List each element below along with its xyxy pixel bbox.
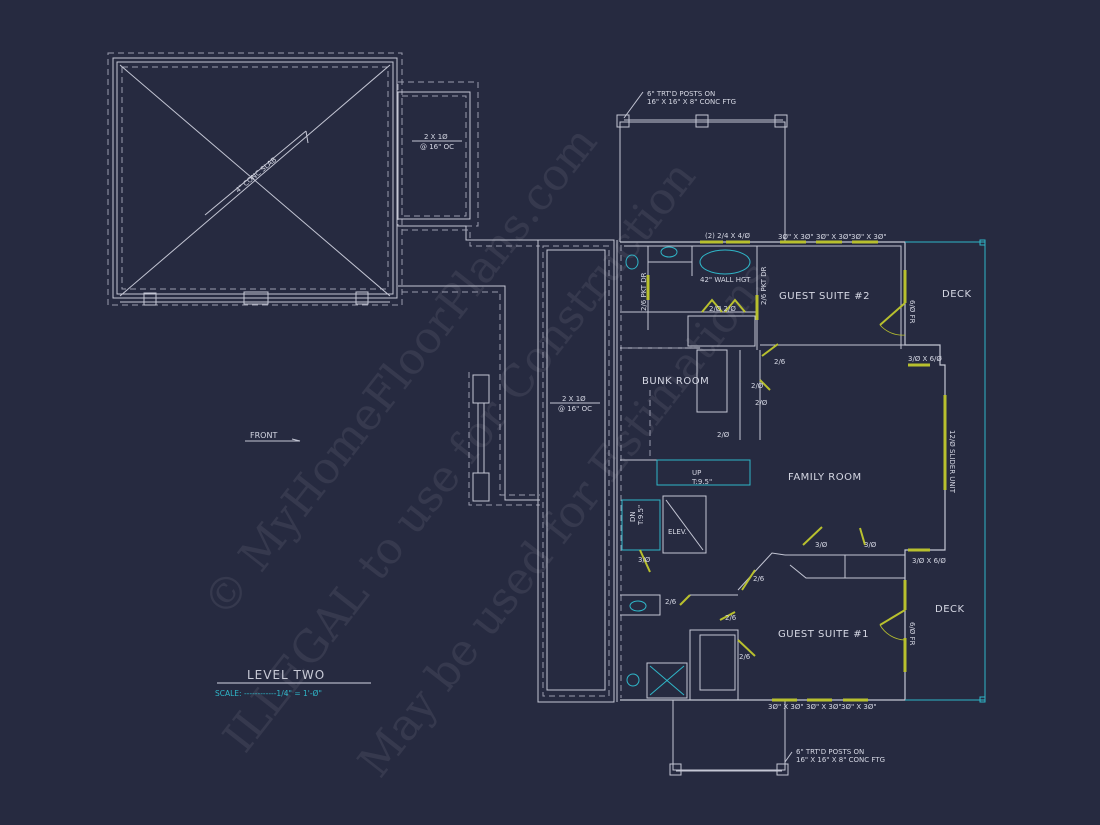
room-family-room: FAMILY ROOM <box>788 472 862 483</box>
label: 2/6 <box>725 614 737 622</box>
room-labels: GUEST SUITE #2 BUNK ROOM FAMILY ROOM GUE… <box>642 289 972 640</box>
label: 42" WALL HGT <box>700 276 751 284</box>
title-block: LEVEL TWO SCALE: ------------1/4" = 1'-Ø… <box>215 668 371 698</box>
joist-label-1: 2 X 1Ø <box>424 133 448 141</box>
bottom-porch: 6" TRT'D POSTS ON 16" X 16" X 8" CONC FT… <box>669 700 885 776</box>
label: DN <box>629 511 637 522</box>
label: T:9.5" <box>637 505 645 526</box>
label: 2/6 <box>665 598 677 606</box>
label: 3Ø" X 3Ø" <box>816 233 852 241</box>
plan-scale: SCALE: ------------1/4" = 1'-Ø" <box>215 689 322 698</box>
label: 2/Ø 2/Ø <box>709 305 736 313</box>
posts-note-bottom-2: 16" X 16" X 8" CONC FTG <box>796 756 885 764</box>
openings <box>639 240 947 702</box>
label: (2) 2/4 X 4/Ø <box>705 232 750 240</box>
label: 3Ø" X 3Ø" <box>841 703 877 711</box>
top-porch: 6" TRT'D POSTS ON 16" X 16" X 8" CONC FT… <box>616 90 788 242</box>
label: 2/Ø <box>751 382 764 390</box>
label: 3Ø" X 3Ø" <box>806 703 842 711</box>
front-label: FRONT <box>250 431 277 440</box>
joist-spacing-2: @ 16" OC <box>558 405 592 413</box>
label: 3Ø" X 3Ø" <box>851 233 887 241</box>
label: 2/Ø <box>717 431 730 439</box>
posts-note-top-1: 6" TRT'D POSTS ON <box>647 90 715 98</box>
room-guest-suite-2: GUEST SUITE #2 <box>779 291 870 302</box>
sink-icon <box>629 600 647 612</box>
label: 6/Ø FR <box>908 622 916 646</box>
label: 3/Ø <box>864 541 877 549</box>
posts-note-top-2: 16" X 16" X 8" CONC FTG <box>647 98 736 106</box>
label: UP <box>692 469 701 477</box>
plan-title: LEVEL TWO <box>247 668 325 682</box>
label: 3/Ø <box>815 541 828 549</box>
room-deck-bottom: DECK <box>935 604 965 615</box>
front-indicator: FRONT <box>245 431 301 442</box>
room-deck-top: DECK <box>942 289 972 300</box>
room-elevator: ELEV. <box>668 528 687 536</box>
label: 2/6 <box>739 653 751 661</box>
label: 3/Ø <box>638 556 651 564</box>
toilet-icon <box>625 254 639 270</box>
label: 2/6 PKT DR <box>760 266 768 305</box>
room-guest-suite-1: GUEST SUITE #1 <box>778 629 869 640</box>
label: 3Ø" X 3Ø" <box>768 703 804 711</box>
label: 2/6 PKT DR <box>640 272 648 311</box>
garage-slab: 4" CONC SLAB <box>107 52 403 306</box>
toilet-icon <box>626 673 640 687</box>
joist-label-2: 2 X 1Ø <box>562 395 586 403</box>
label: 3/Ø X 6/Ø <box>912 557 946 565</box>
joist-spacing-1: @ 16" OC <box>420 143 454 151</box>
sink-icon <box>660 246 678 258</box>
label: 12/Ø SLIDER UNIT <box>948 430 956 494</box>
watermark: © MyHomeFloorPlans.com ILLEGAL to use fo… <box>193 117 781 787</box>
fixtures <box>621 246 751 687</box>
room-bunk-room: BUNK ROOM <box>642 376 709 387</box>
label: 6/Ø FR <box>908 300 916 324</box>
label: 2/6 <box>774 358 786 366</box>
opening-labels: (2) 2/4 X 4/Ø 3Ø" X 3Ø" 3Ø" X 3Ø" 3Ø" X … <box>629 232 956 711</box>
slab-label: 4" CONC SLAB <box>234 156 278 195</box>
label: 3/Ø X 6/Ø <box>908 355 942 363</box>
label: 3Ø" X 3Ø" <box>778 233 814 241</box>
label: 2/Ø <box>755 399 768 407</box>
tub-icon <box>699 249 751 275</box>
label: T:9.5" <box>691 478 712 486</box>
label: 2/6 <box>753 575 765 583</box>
house-walls <box>620 239 986 703</box>
joist-bay-small: 2 X 1Ø @ 16" OC <box>397 81 540 506</box>
posts-note-bottom-1: 6" TRT'D POSTS ON <box>796 748 864 756</box>
joist-bay-tall: 2 X 1Ø @ 16" OC <box>537 239 622 703</box>
